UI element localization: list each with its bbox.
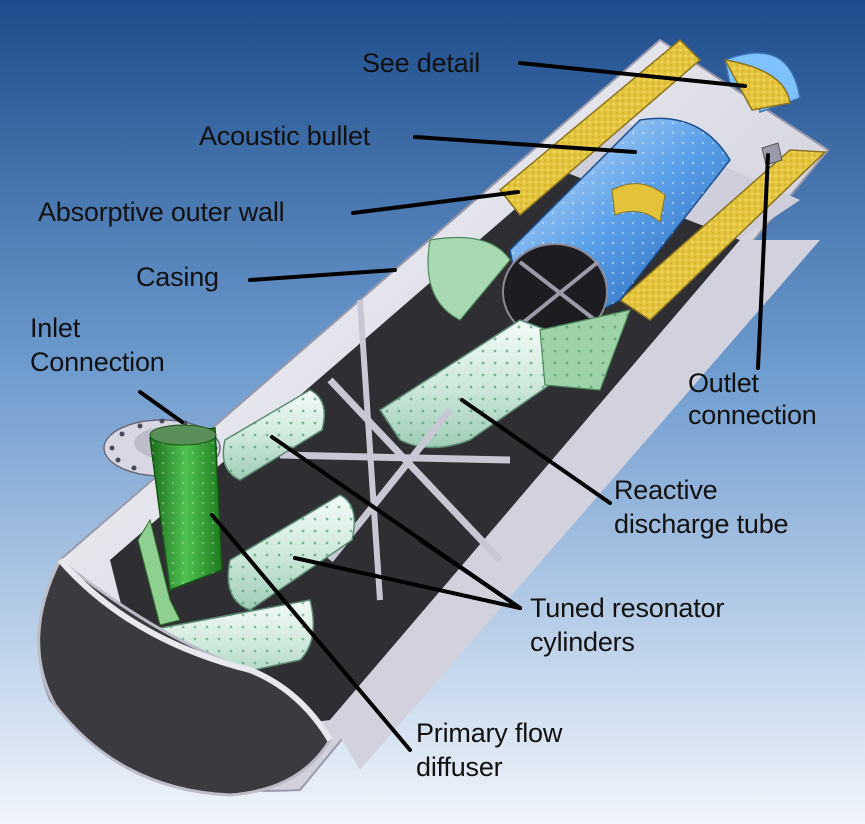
label-outlet-connection: Outlet connection — [688, 367, 817, 431]
leader-tuned-resonator-2 — [293, 556, 522, 610]
label-reactive-discharge-tube-line2: discharge tube — [614, 509, 789, 539]
absorptive-outer-wall — [498, 38, 827, 321]
label-outlet-connection-line1: Outlet — [688, 368, 759, 398]
leader-absorptive-outer-wall — [351, 190, 520, 215]
label-acoustic-bullet: Acoustic bullet — [199, 121, 371, 151]
label-tuned-resonator-cylinders-line1: Tuned resonator — [530, 593, 725, 623]
label-inlet-connection: Inlet Connection — [30, 311, 165, 379]
label-reactive-discharge-tube: Reactive discharge tube — [614, 473, 789, 541]
label-inlet-connection-line2: Connection — [30, 347, 165, 377]
end-cap — [37, 557, 333, 797]
see-detail-piece — [723, 52, 801, 114]
label-inlet-connection-line1: Inlet — [30, 313, 81, 343]
leader-primary-flow-diffuser — [210, 513, 412, 752]
leader-casing — [248, 268, 397, 282]
label-reactive-discharge-tube-line1: Reactive — [614, 475, 718, 505]
leader-inlet-connection — [138, 390, 184, 424]
label-primary-flow-diffuser-line1: Primary flow — [416, 718, 563, 748]
label-tuned-resonator-cylinders: Tuned resonator cylinders — [530, 591, 724, 659]
label-outlet-connection-line2: connection — [688, 400, 817, 430]
leader-reactive-discharge-tube — [460, 398, 612, 505]
label-primary-flow-diffuser-line2: diffuser — [416, 752, 503, 782]
primary-flow-diffuser — [137, 424, 223, 626]
label-absorptive-outer-wall: Absorptive outer wall — [38, 197, 285, 227]
leader-tuned-resonator-3 — [418, 538, 522, 610]
label-primary-flow-diffuser: Primary flow diffuser — [416, 716, 562, 784]
leader-acoustic-bullet — [413, 135, 637, 154]
reactive-discharge-tube — [378, 236, 631, 449]
leader-lines — [138, 61, 770, 752]
label-see-detail: See detail — [362, 48, 481, 78]
leader-see-detail — [518, 61, 747, 88]
acoustic-bullet — [502, 117, 731, 341]
label-tuned-resonator-cylinders-line2: cylinders — [530, 627, 635, 657]
leader-outlet-connection — [756, 153, 770, 370]
label-casing: Casing — [136, 262, 219, 292]
